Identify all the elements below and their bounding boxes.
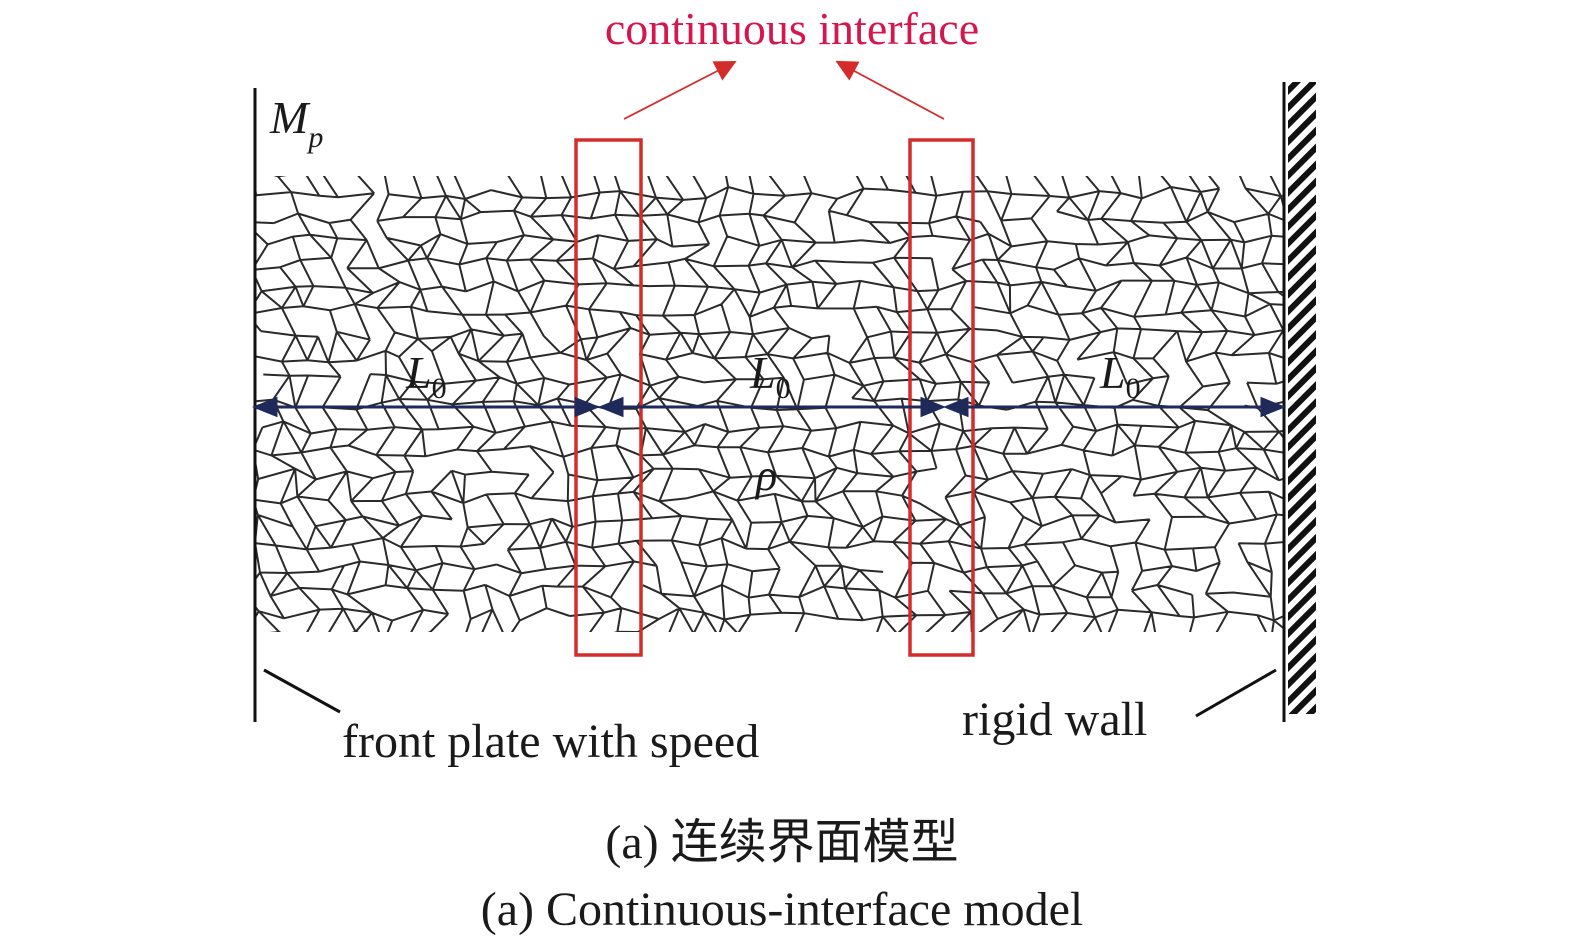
interface-box-right (908, 138, 975, 657)
interface-pointer-right (835, 60, 945, 120)
segment-length-label-3: L0 (1099, 347, 1141, 405)
density-label: ρ (754, 451, 777, 500)
caption-english: (a) Continuous-interface model (481, 883, 1083, 936)
dimension-arrows (251, 396, 1287, 418)
rigid-wall-label: rigid wall (962, 693, 1147, 746)
plate-mass-label: Mp (269, 92, 323, 154)
front-plate-leader (263, 668, 341, 714)
segment-length-label-2: L0 (749, 347, 791, 405)
caption-chinese: (a) 连续界面模型 (605, 816, 958, 869)
segment-length-label-1: L0 (405, 347, 447, 405)
interface-title: continuous interface (605, 3, 979, 54)
mesh-edges (256, 176, 1283, 632)
granular-mesh (256, 176, 1283, 632)
front-plate-label: front plate with speed (342, 715, 759, 768)
rigid-wall-hatch (1288, 82, 1316, 714)
rigid-wall-leader (1195, 668, 1277, 718)
interface-pointer-left (623, 61, 737, 120)
